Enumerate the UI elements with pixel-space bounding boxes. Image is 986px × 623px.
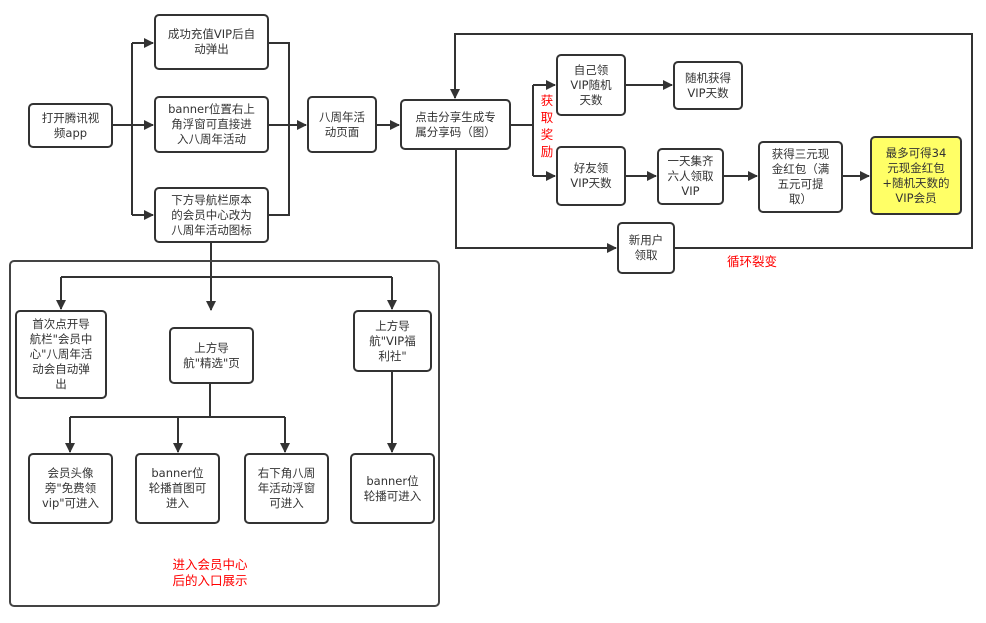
- node-random-days[interactable]: 随机获得 VIP天数: [673, 61, 743, 110]
- node-avatar-free-vip[interactable]: 会员头像 旁"免费领 vip"可进入: [28, 453, 113, 524]
- node-banner-float[interactable]: banner位置右上 角浮窗可直接进 入八周年活动: [154, 96, 269, 153]
- node-six-people[interactable]: 一天集齐 六人领取 VIP: [657, 148, 724, 205]
- node-banner-carousel[interactable]: banner位 轮播可进入: [350, 453, 435, 524]
- node-top-nav-vip-welfare[interactable]: 上方导 航"VIP福 利社": [353, 310, 432, 372]
- node-max-reward[interactable]: 最多可得34 元现金红包 +随机天数的 VIP会员: [870, 136, 962, 215]
- node-anniversary-page[interactable]: 八周年活 动页面: [307, 96, 377, 153]
- node-first-open-popup[interactable]: 首次点开导 航栏"会员中 心"八周年活 动会自动弹 出: [15, 310, 107, 399]
- member-center-group: [9, 260, 440, 607]
- node-open-app[interactable]: 打开腾讯视 频app: [28, 103, 113, 148]
- node-banner-first-slide[interactable]: banner位 轮播首图可 进入: [135, 453, 220, 524]
- edge-loop-back: [450, 33, 973, 249]
- node-top-nav-featured[interactable]: 上方导 航"精选"页: [169, 327, 254, 384]
- label-member-center-entries: 进入会员中心 后的入口展示: [172, 557, 248, 588]
- node-share-code[interactable]: 点击分享生成专 属分享码（图）: [400, 99, 511, 150]
- node-new-user[interactable]: 新用户 领取: [617, 222, 675, 274]
- label-cycle-fission: 循环裂变: [726, 254, 777, 269]
- node-cash-red-packet[interactable]: 获得三元现 金红包（满 五元可提 取）: [758, 141, 843, 213]
- node-friend-claim[interactable]: 好友领 VIP天数: [556, 146, 626, 206]
- node-vip-popup[interactable]: 成功充值VIP后自 动弹出: [154, 14, 269, 70]
- label-get-reward: 获 取 奖 励: [540, 93, 554, 159]
- node-bottom-nav[interactable]: 下方导航栏原本 的会员中心改为 八周年活动图标: [154, 187, 269, 243]
- node-self-claim[interactable]: 自己领 VIP随机 天数: [556, 54, 626, 116]
- edge-share-down-to-new-user: [455, 150, 617, 253]
- node-bottom-right-float[interactable]: 右下角八周 年活动浮窗 可进入: [244, 453, 329, 524]
- edge-merge-top: [269, 42, 290, 216]
